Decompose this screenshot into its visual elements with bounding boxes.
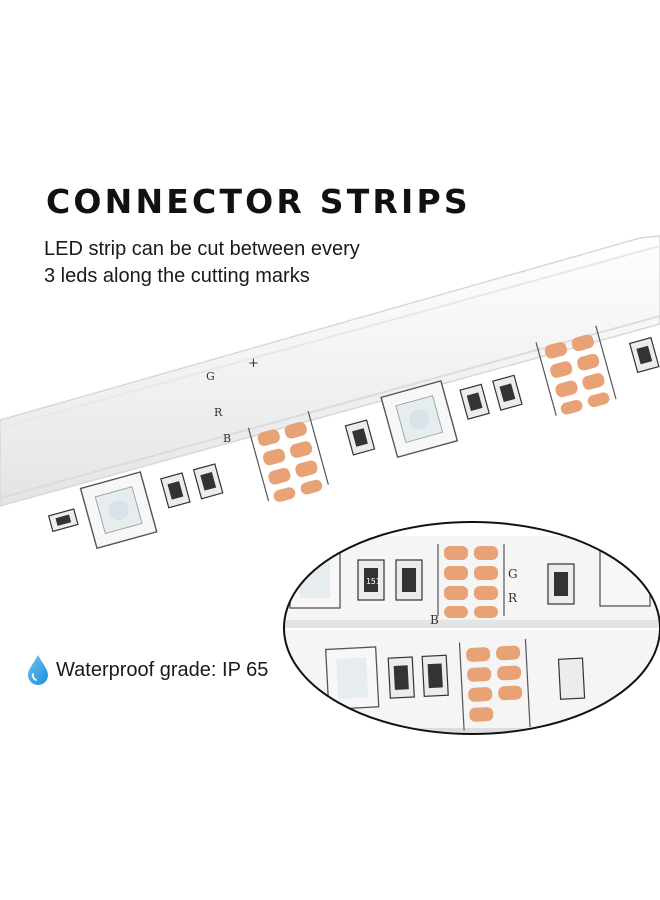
resistor-label: 151 <box>366 577 381 586</box>
led-chip <box>380 380 459 459</box>
pad-label-r: R <box>508 591 518 605</box>
pad-label-plus: + <box>248 356 259 371</box>
resistor <box>492 374 523 411</box>
resistor <box>47 508 79 533</box>
pad-label-b: B <box>430 613 439 627</box>
magnified-detail <box>283 521 660 735</box>
pad-label-g: G <box>508 567 518 581</box>
resistor <box>160 472 191 509</box>
resistor <box>344 419 376 456</box>
main-strip <box>0 235 660 550</box>
waterproof-text: Waterproof grade: IP 65 <box>56 658 269 681</box>
cut-instructions-line: 3 leds along the cutting marks <box>44 265 310 287</box>
resistor <box>192 463 224 500</box>
waterproof-feature: Waterproof grade: IP 65 <box>26 654 268 686</box>
pad-label-g: G <box>206 370 215 383</box>
water-drop-icon <box>28 655 48 685</box>
solder-pads <box>535 325 617 416</box>
led-chip <box>79 471 158 550</box>
resistor <box>459 383 490 420</box>
pad-label-b: B <box>223 432 231 445</box>
page-title: CONNECTOR STRIPS <box>46 182 471 221</box>
resistor <box>628 336 660 374</box>
cut-instructions: LED strip can be cut between every 3 led… <box>44 236 424 290</box>
cut-instructions-line: LED strip can be cut between every <box>44 238 360 260</box>
solder-pads <box>247 411 329 502</box>
pad-label-r: R <box>214 406 223 419</box>
